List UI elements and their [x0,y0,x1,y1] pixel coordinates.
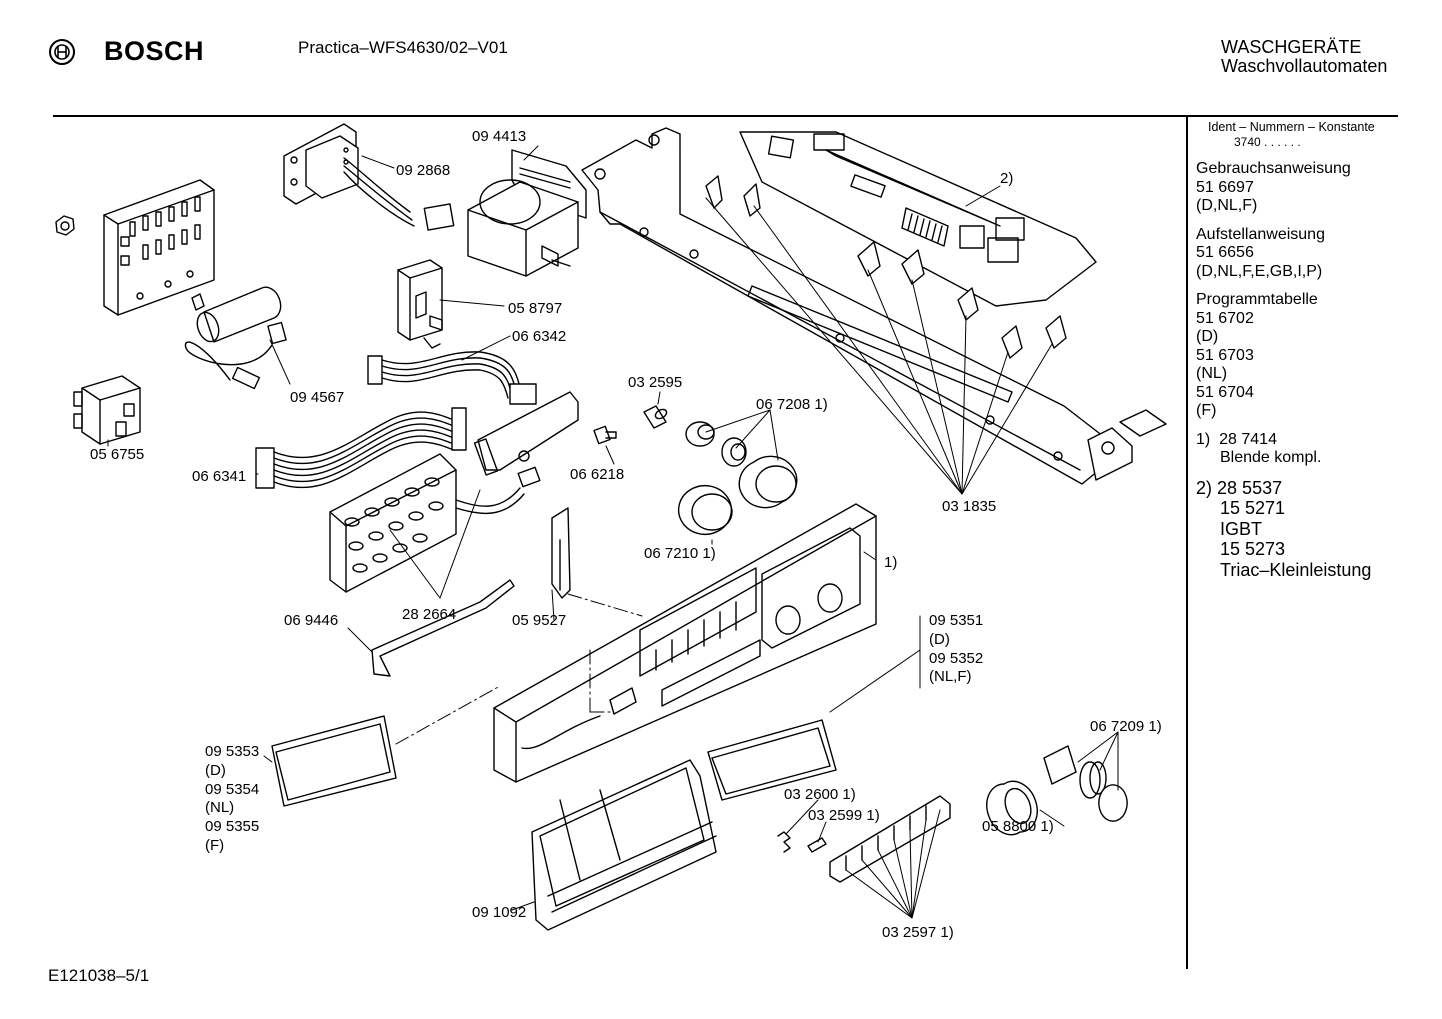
alignment-lines [395,593,643,745]
lever-part [551,507,571,599]
callout-label: 09 1092 [472,904,527,921]
callout-region: (D) [205,761,226,779]
cable-harness-part [367,351,537,405]
sidebar-divider [1186,117,1188,969]
section-line: (D,NL,F) [1196,197,1258,214]
callout-label: 09 5352 [929,649,984,667]
section-line: (D,NL,F,E,GB,I,P) [1196,262,1323,280]
ident-title: Ident – Nummern – Konstante [1208,120,1375,134]
callout-label: 05 8797 [508,300,563,317]
callout-label: 09 4567 [290,389,345,406]
callout-label: 28 2664 [402,606,457,623]
control-board-part [329,391,579,593]
callout-group-095351: 09 5351 (D) 09 5352 (NL,F) [929,612,983,687]
callout-label: 03 1835 [942,498,997,515]
relay-bracket-part [283,123,455,231]
callout-group-095353: 09 5353 (D) 09 5354 (NL) 09 5355 (F) [205,743,259,856]
note-marker: 2) [1196,477,1213,498]
callout-label: 06 9446 [284,612,339,629]
switch-part [397,259,443,349]
note-number: 28 5537 [1217,477,1283,498]
callout-label: 2) [1000,170,1014,187]
section-title: Programmtabelle [1196,291,1318,308]
parts-sidebar: Ident – Nummern – Konstante 3740 . . . .… [1196,120,1436,580]
callout-label: 09 5355 [205,818,260,836]
callout-label: 09 2868 [396,162,451,179]
callout-label: 05 9527 [512,612,567,629]
callout-label: 03 2599 1) [808,807,880,824]
callout-label: 03 2600 1) [784,786,856,803]
callout-label: 09 5354 [205,780,260,798]
section-line: 51 6703 [1196,346,1254,364]
ident-value: 3740 . . . . . . [1234,135,1301,149]
control-housing-frame-part [581,127,1167,485]
note-line: 15 5273 [1220,539,1286,559]
category-subtitle: Waschvollautomaten [1221,56,1388,76]
fascia-panel-part [493,503,877,783]
nut-part [55,215,75,236]
section-line: 51 6656 [1196,244,1254,261]
display-window-right-part [707,719,837,801]
callout-label: 06 7210 1) [644,545,716,562]
section-programmtabelle: Programmtabelle 51 6702 (D) 51 6703 (NL)… [1196,291,1436,421]
main-circuit-board-part [739,131,1097,307]
section-line: 51 6704 [1196,383,1254,401]
note-marker: 1) [1196,430,1211,448]
callout-region: (NL) [205,799,235,817]
note-1: 1) 28 7414 Blende kompl. [1196,431,1436,468]
drawing-code: E121038–5/1 [48,966,150,985]
callout-region: (F) [205,836,225,854]
brand-name: BOSCH [104,36,205,66]
program-knob-assembly-part [677,421,798,536]
callout-label: 09 4413 [472,128,527,145]
bosch-logo-icon [49,39,75,65]
note-text: Blende kompl. [1220,449,1322,466]
mounting-bracket-part [103,179,215,316]
callout-label: 05 6755 [90,446,145,463]
callout-label: 09 5351 [929,612,984,629]
callout-label: 06 7208 1) [756,396,828,413]
note-line: 15 5271 [1220,498,1286,518]
section-line: 51 6697 [1196,178,1254,196]
callout-label: 06 6218 [570,466,625,483]
section-title: Gebrauchsanweisung [1196,160,1351,177]
exploded-view-drawing [55,123,1167,931]
ribbon-cable-part [255,407,467,489]
document-title: Practica–WFS4630/02–V01 [298,38,508,57]
callout-label: 06 6341 [192,468,247,485]
rod-part [371,579,515,677]
callout-label: 03 2595 [628,374,683,391]
header-divider [53,115,1398,117]
callout-region: (D) [929,630,950,648]
note-2: 2) 28 5537 15 5271 IGBT 15 5273 Triac–Kl… [1196,478,1436,581]
section-gebrauchsanweisung: Gebrauchsanweisung 51 6697 (D,NL,F) [1196,160,1436,216]
temperature-knob-assembly-part [986,745,1128,836]
note-line: Triac–Kleinleistung [1220,559,1372,580]
capacitor-part [184,286,287,390]
section-line: (F) [1196,402,1217,419]
section-aufstellanweisung: Aufstellanweisung 51 6656 (D,NL,F,E,GB,I… [1196,226,1436,282]
callout-label: 05 8800 1) [982,818,1054,835]
callout-region: (NL,F) [929,668,972,686]
section-title: Aufstellanweisung [1196,225,1325,243]
display-window-left-part [271,715,397,807]
note-number: 28 7414 [1219,430,1277,448]
small-bulb-part [643,405,668,429]
section-line: (NL) [1196,365,1228,382]
section-line: (D) [1196,328,1219,345]
note-line: IGBT [1220,518,1263,539]
callout-label: 03 2597 1) [882,924,954,941]
small-spring-part [593,425,617,445]
callout-label: 06 7209 1) [1090,718,1162,735]
push-button-strip-part [777,795,951,883]
category-title: WASCHGERÄTE [1221,37,1362,57]
leader-lines [107,145,1119,919]
pump-motor-part [467,149,587,277]
drawer-cover-part [531,759,717,931]
callout-label: 09 5353 [205,743,260,760]
section-line: 51 6702 [1196,309,1254,327]
callout-label: 1) [884,554,898,571]
interference-filter-part [73,375,141,445]
callout-label: 06 6342 [512,328,567,345]
